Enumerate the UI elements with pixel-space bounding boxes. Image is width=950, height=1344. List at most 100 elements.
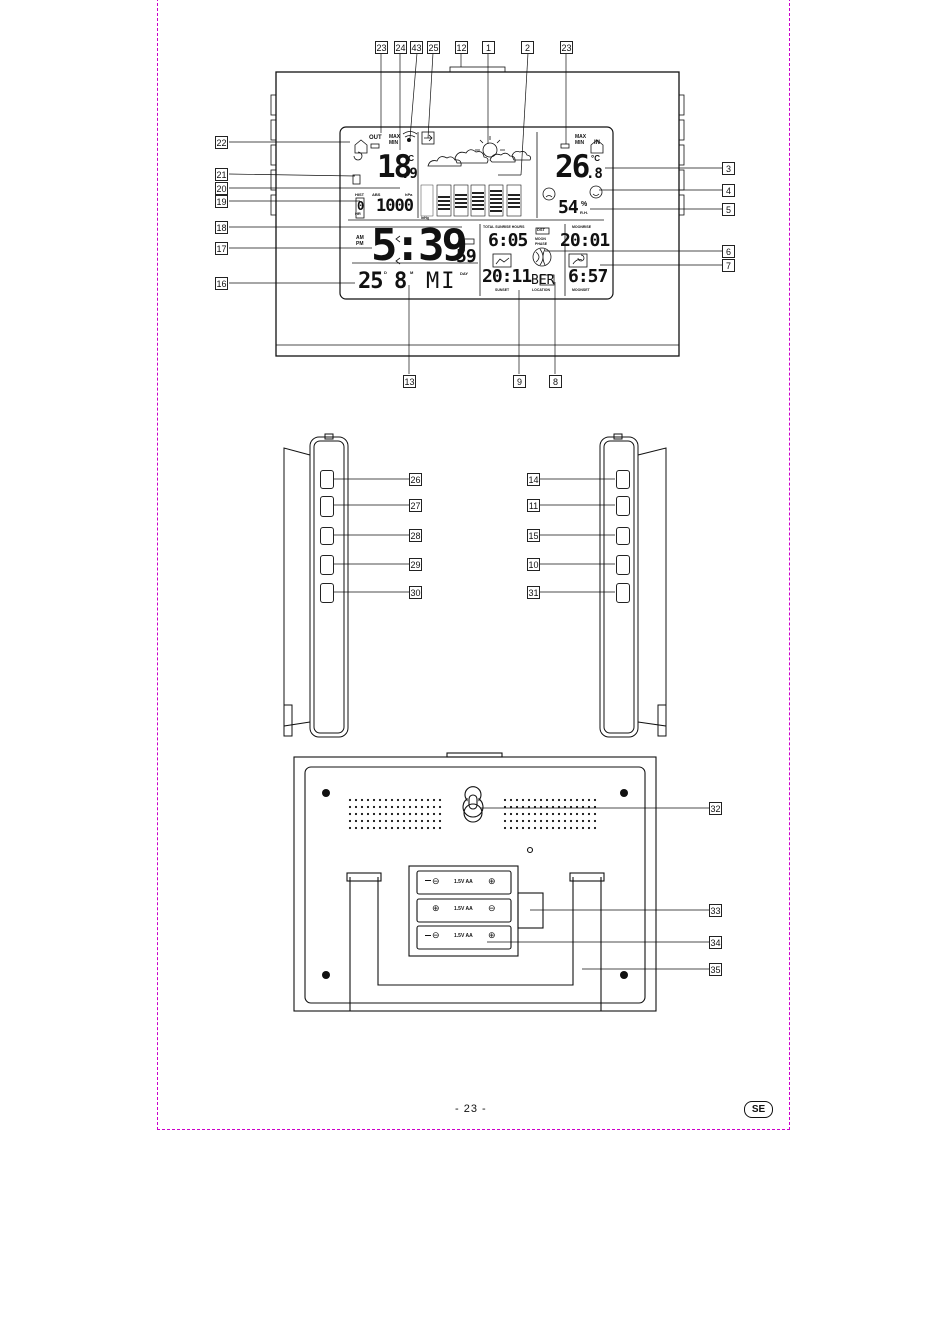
speaker-hole xyxy=(360,805,364,809)
indoor-temp-unit: °C xyxy=(591,154,600,163)
speaker-hole xyxy=(545,826,549,830)
speaker-hole xyxy=(593,798,597,802)
speaker-hole xyxy=(509,819,513,823)
speaker-hole xyxy=(372,819,376,823)
min-label-outdoor: MIN xyxy=(389,140,399,146)
speaker-hole xyxy=(587,805,591,809)
side-button-14[interactable] xyxy=(616,470,630,489)
speaker-hole xyxy=(503,819,507,823)
speaker-hole xyxy=(360,826,364,830)
side-button-31[interactable] xyxy=(616,583,630,603)
speaker-hole xyxy=(539,798,543,802)
speaker-hole xyxy=(527,798,531,802)
speaker-hole xyxy=(533,826,537,830)
callout-19: 19 xyxy=(215,195,228,208)
speaker-hole xyxy=(593,819,597,823)
callout-11: 11 xyxy=(527,499,540,512)
callout-26: 26 xyxy=(409,473,422,486)
speaker-hole xyxy=(402,826,406,830)
hist-digit: 0 xyxy=(357,199,365,213)
side-button-28[interactable] xyxy=(320,527,334,545)
speaker-hole xyxy=(372,812,376,816)
side-button-27[interactable] xyxy=(320,496,334,517)
speaker-hole xyxy=(503,798,507,802)
callout-10: 10 xyxy=(527,558,540,571)
speaker-hole xyxy=(551,826,555,830)
humidity-unit: % xyxy=(581,201,588,208)
hr-label: HR xyxy=(355,211,361,216)
speaker-hole xyxy=(575,805,579,809)
speaker-hole xyxy=(426,812,430,816)
callout-14: 14 xyxy=(527,473,540,486)
callout-43: 43 xyxy=(410,41,423,54)
side-button-30[interactable] xyxy=(320,583,334,603)
battery-2-plus: ⊕ xyxy=(432,903,440,913)
speaker-hole xyxy=(521,826,525,830)
speaker-hole xyxy=(348,798,352,802)
speaker-hole xyxy=(438,819,442,823)
speaker-hole xyxy=(587,812,591,816)
speaker-hole xyxy=(551,812,555,816)
speaker-hole xyxy=(366,826,370,830)
outdoor-temp-unit: °C xyxy=(405,154,414,163)
side-button-15[interactable] xyxy=(616,527,630,545)
language-badge: SE xyxy=(744,1101,773,1118)
speaker-hole xyxy=(575,812,579,816)
callout-32: 32 xyxy=(709,802,722,815)
battery-2-label: 1.5V AA xyxy=(454,906,473,912)
battery-1-minus: ⊖ xyxy=(432,876,440,886)
battery-2-minus: ⊖ xyxy=(488,903,496,913)
speaker-hole xyxy=(569,826,573,830)
speaker-hole xyxy=(390,798,394,802)
battery-3-minus: ⊖ xyxy=(432,930,440,940)
pressure-value: 1000 xyxy=(376,196,414,216)
callout-28: 28 xyxy=(409,529,422,542)
side-button-10[interactable] xyxy=(616,555,630,575)
moonrise-label: MOONRISE xyxy=(572,225,592,229)
speaker-hole xyxy=(402,805,406,809)
speaker-hole xyxy=(432,798,436,802)
speaker-hole xyxy=(521,805,525,809)
speaker-hole xyxy=(563,819,567,823)
speaker-hole xyxy=(414,826,418,830)
speaker-hole xyxy=(348,826,352,830)
speaker-hole xyxy=(569,819,573,823)
speaker-hole xyxy=(533,819,537,823)
speaker-hole xyxy=(593,826,597,830)
speaker-hole xyxy=(545,819,549,823)
speaker-hole xyxy=(587,826,591,830)
speaker-hole xyxy=(557,812,561,816)
speaker-hole xyxy=(509,798,513,802)
speaker-hole xyxy=(539,805,543,809)
speaker-hole xyxy=(521,819,525,823)
indoor-temperature-decimal: .8 xyxy=(586,166,603,182)
speaker-hole xyxy=(432,805,436,809)
side-button-29[interactable] xyxy=(320,555,334,575)
speaker-hole xyxy=(396,805,400,809)
speaker-hole xyxy=(438,805,442,809)
callout-20: 20 xyxy=(215,182,228,195)
speaker-hole xyxy=(414,819,418,823)
location-value: BER xyxy=(531,273,555,288)
page-number: - 23 - xyxy=(455,1103,487,1115)
callout-22: 22 xyxy=(215,136,228,149)
speaker-hole xyxy=(402,812,406,816)
speaker-hole xyxy=(426,805,430,809)
out-label: OUT xyxy=(369,135,382,141)
speaker-hole xyxy=(581,812,585,816)
callout-9: 9 xyxy=(513,375,526,388)
sunset-label: SUNSET xyxy=(495,288,510,292)
side-button-26[interactable] xyxy=(320,470,334,489)
callout-17: 17 xyxy=(215,242,228,255)
speaker-hole xyxy=(509,812,513,816)
rh-label: R.H. xyxy=(580,210,588,215)
hist-label: HIST xyxy=(355,192,365,197)
side-button-11[interactable] xyxy=(616,496,630,516)
moonset-time: 6:57 xyxy=(568,266,608,287)
speaker-hole xyxy=(587,798,591,802)
speaker-hole xyxy=(348,812,352,816)
speaker-hole xyxy=(354,805,358,809)
moonrise-time: 20:01 xyxy=(560,230,610,251)
speaker-hole xyxy=(563,805,567,809)
speaker-hole xyxy=(432,812,436,816)
